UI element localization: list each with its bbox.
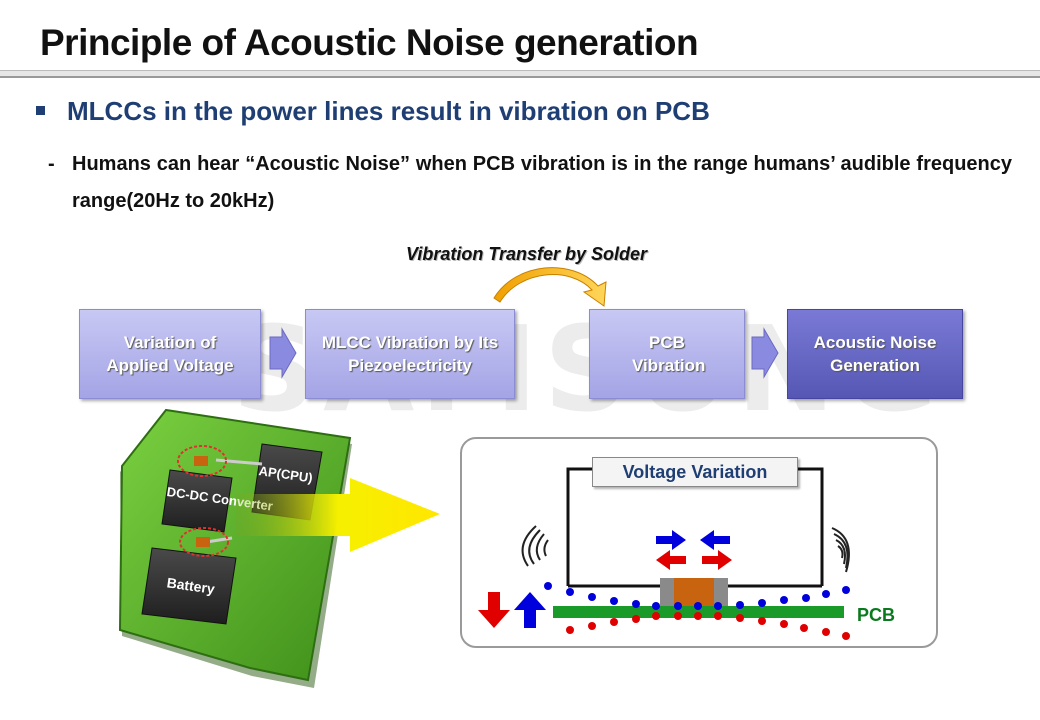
sound-wave-right-icon xyxy=(831,527,850,573)
mlcc-highlight-icon xyxy=(179,527,229,557)
sound-wave-left-icon xyxy=(521,525,549,567)
sub-bullet-text: Humans can hear “Acoustic Noise” when PC… xyxy=(72,153,1012,212)
main-bullet: MLCCs in the power lines result in vibra… xyxy=(36,96,1016,127)
flow-step-noise: Acoustic Noise Generation xyxy=(787,309,963,399)
voltage-variation-label: Voltage Variation xyxy=(592,457,798,487)
sub-bullet-dash: - xyxy=(48,153,55,175)
blue-arrow-left-icon xyxy=(700,530,730,550)
big-yellow-arrow-icon xyxy=(236,478,440,552)
vibration-transfer-label: Vibration Transfer by Solder xyxy=(406,244,648,264)
chip-battery-label: Battery xyxy=(166,574,216,597)
red-arrow-right-icon xyxy=(702,550,732,570)
flow-step-voltage: Variation of Applied Voltage xyxy=(79,309,261,399)
pcb-bar xyxy=(553,606,844,618)
sub-bullet: - Humans can hear “Acoustic Noise” when … xyxy=(48,146,1012,220)
title-divider xyxy=(0,70,1040,78)
mlcc-terminal-right xyxy=(714,578,728,606)
flow-step-label: Acoustic Noise Generation xyxy=(813,333,937,375)
mlcc-body xyxy=(674,578,714,606)
red-charge-dots xyxy=(566,612,850,640)
flow-step-mlcc: MLCC Vibration by Its Piezoelectricity xyxy=(305,309,515,399)
flow-step-label: PCB Vibration xyxy=(632,333,706,375)
red-arrow-down-icon xyxy=(478,592,510,628)
pcb-label: PCB xyxy=(857,605,896,625)
chip-battery xyxy=(141,547,237,625)
mlcc-terminal-left xyxy=(660,578,674,606)
flow-step-label: MLCC Vibration by Its Piezoelectricity xyxy=(321,333,499,375)
blue-arrow-up-icon xyxy=(514,592,546,628)
bullet-square-icon xyxy=(36,105,45,115)
mlcc-highlight-icon xyxy=(177,445,227,477)
flow-step-pcb: PCB Vibration xyxy=(589,309,745,399)
red-arrow-left-icon xyxy=(656,550,686,570)
flow-step-label: Variation of Applied Voltage xyxy=(106,333,234,375)
blue-charge-dots xyxy=(544,582,850,610)
page-title: Principle of Acoustic Noise generation xyxy=(40,22,699,63)
main-bullet-text: MLCCs in the power lines result in vibra… xyxy=(67,96,710,126)
blue-arrow-right-icon xyxy=(656,530,686,550)
chip-ap-label: AP(CPU) xyxy=(258,463,314,485)
